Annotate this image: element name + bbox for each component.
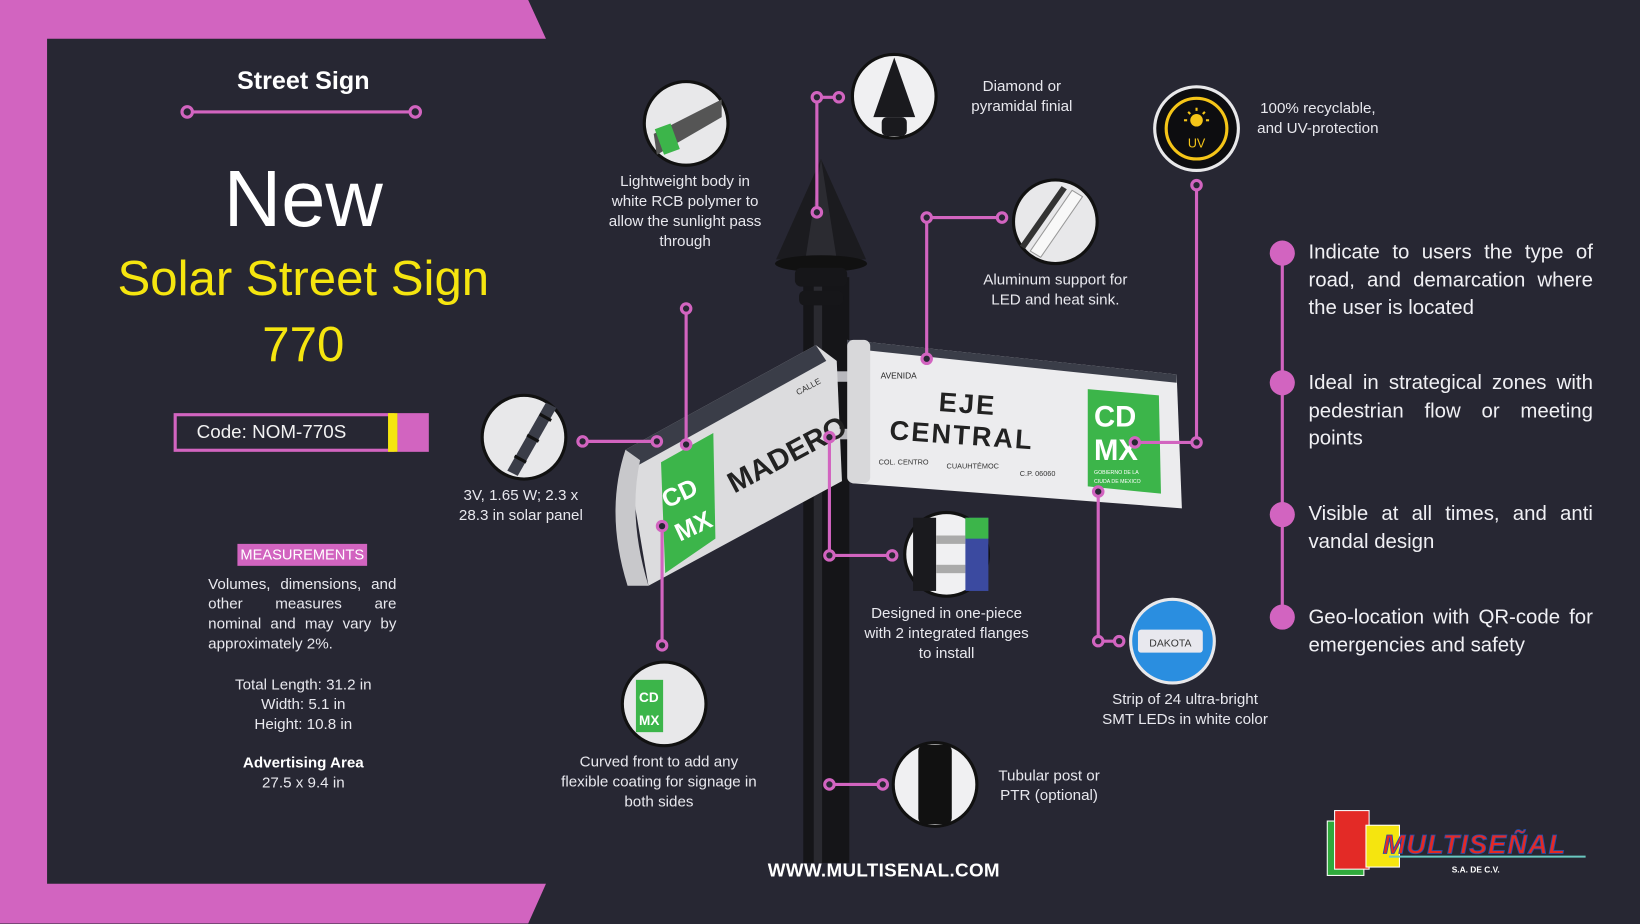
dimension-length: Total Length: 31.2 in (235, 676, 372, 694)
svg-text:CIUDA DE MEXICO: CIUDA DE MEXICO (1094, 479, 1141, 485)
flanges-detail (903, 510, 990, 598)
svg-text:COL. CENTRO: COL. CENTRO (879, 457, 929, 466)
tubular-post-detail (891, 741, 979, 828)
curved-front-detail: CD MX (620, 660, 708, 748)
lightweight-body-detail (642, 80, 730, 167)
svg-text:CD: CD (1094, 401, 1136, 434)
logo-wordmark: MULTISEÑAL (1383, 828, 1567, 859)
svg-text:CUAUHTÉMOC: CUAUHTÉMOC (947, 462, 999, 471)
features-timeline (1269, 240, 1295, 630)
headline: New (223, 154, 383, 244)
svg-text:UV: UV (1188, 136, 1206, 150)
dimensions-list: Total Length: 31.2 in Width: 5.1 in Heig… (178, 676, 429, 736)
model-number: 770 (262, 315, 345, 372)
dimension-width: Width: 5.1 in (261, 696, 346, 714)
section-title: Street Sign (237, 66, 370, 96)
svg-text:MX: MX (639, 713, 659, 728)
advertising-area-value: 27.5 x 9.4 in (262, 775, 345, 792)
product-code: Code: NOM-770S (196, 421, 347, 443)
right-sign: CD MX GOBIERNO DE LA CIUDA DE MEXICO AVE… (847, 339, 1182, 509)
multisenal-logo: MULTISEÑAL S.A. DE C.V. (1326, 810, 1586, 876)
led-strip-detail: DAKOTA (1129, 597, 1216, 685)
svg-text:CD: CD (639, 690, 659, 705)
dimension-height: Height: 10.8 in (254, 716, 353, 734)
logo-subtitle: S.A. DE C.V. (1452, 864, 1500, 874)
svg-text:DAKOTA: DAKOTA (1149, 638, 1191, 649)
product-name: Solar Street Sign (117, 249, 490, 306)
website-link[interactable]: WWW.MULTISENAL.COM (767, 859, 1000, 881)
svg-text:AVENIDA: AVENIDA (881, 371, 918, 381)
caption-recyclable: 100% recyclable,and UV-protection (1257, 100, 1379, 138)
advertising-area-title: Advertising Area (242, 755, 364, 772)
svg-text:C.P. 06060: C.P. 06060 (1020, 469, 1056, 478)
svg-text:EJE: EJE (938, 386, 998, 421)
finial-detail (850, 52, 938, 140)
code-box: Code: NOM-770S (173, 413, 429, 452)
title-divider (180, 105, 423, 119)
measurements-tag: MEASUREMENTS (237, 543, 368, 566)
feature-item: Geo-location with QR-code for emergencie… (1308, 605, 1593, 657)
feature-item: Visible at all times, and anti vandal de… (1308, 502, 1593, 553)
feature-item: Indicate to users the type of road, and … (1308, 240, 1593, 320)
svg-text:GOBIERNO DE LA: GOBIERNO DE LA (1094, 470, 1139, 476)
uv-protection-icon: UV (1153, 85, 1240, 173)
feature-item: Ideal in strategical zones with pedestri… (1308, 371, 1593, 450)
measurements-disclaimer: Volumes, dimensions, and other measures … (208, 576, 397, 653)
solar-panel-detail (480, 393, 568, 481)
aluminum-support-detail (1011, 178, 1099, 266)
